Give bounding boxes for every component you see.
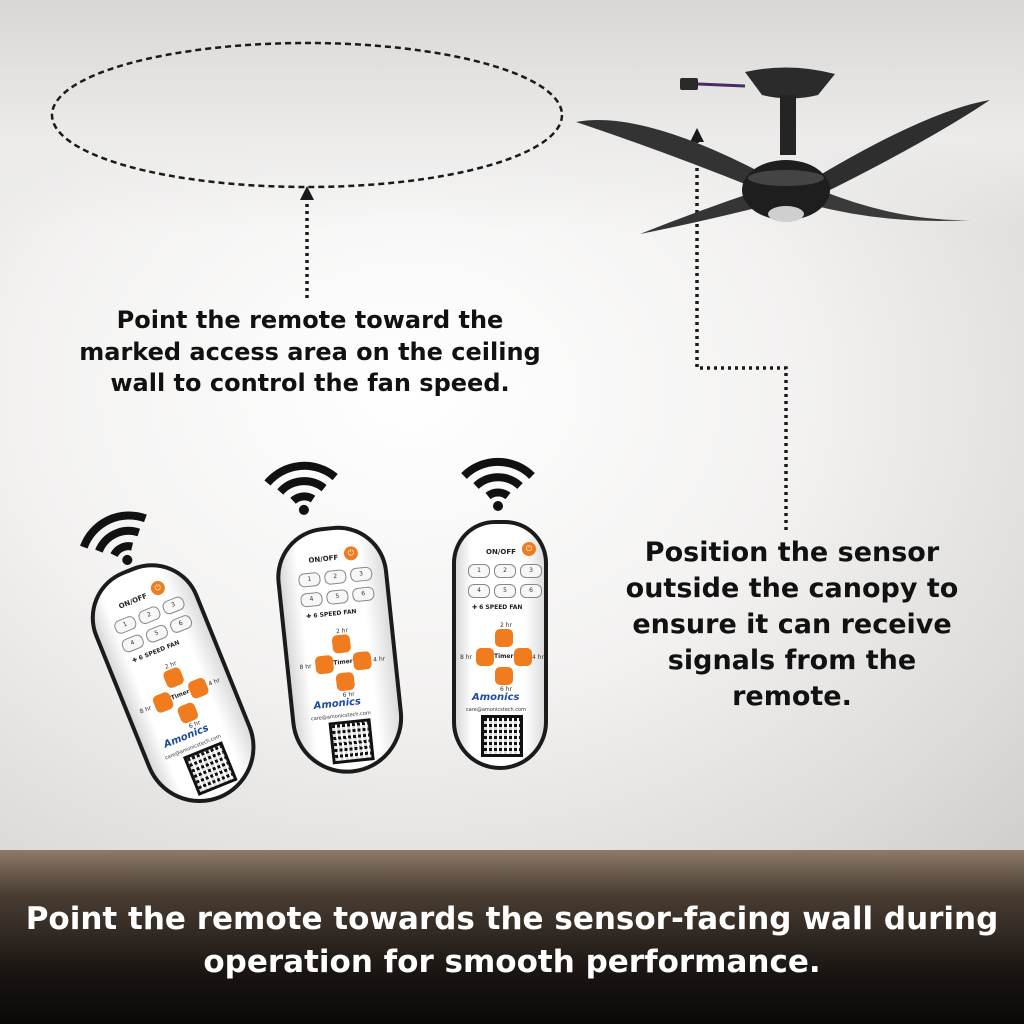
timer-left-label: 8 hr (299, 663, 312, 672)
timer-label: Timer (332, 657, 354, 667)
speed-fan-label: ✚ 6 SPEED FAN (305, 608, 357, 621)
speed-buttons: 1 2 3 4 5 6 (297, 566, 375, 608)
speed-button: 2 (323, 568, 348, 586)
ceiling-fan-icon (576, 67, 990, 234)
speed-button: 3 (160, 594, 187, 617)
remote-control: ON/OFF ⏻ 1 2 3 4 5 6 ✚ 6 SPEED FAN Timer… (452, 520, 548, 770)
speed-button: 2 (494, 564, 516, 578)
speed-button: 1 (297, 571, 322, 588)
speed-button: 2 (136, 604, 163, 626)
wifi-signal-icon (80, 511, 147, 565)
ceiling-instruction-text: Point the remote toward the marked acces… (79, 306, 541, 398)
timer-down-button (335, 671, 356, 692)
speed-button: 6 (520, 584, 542, 598)
timer-label: Timer (169, 688, 191, 702)
timer-dpad: Timer (476, 629, 532, 685)
qr-code-icon (182, 741, 238, 796)
support-email: care@amonicstech.com (310, 710, 372, 723)
timer-right-button (186, 676, 211, 700)
timer-right-label: 4 hr (532, 654, 544, 661)
speed-fan-label: ✚ 6 SPEED FAN (472, 604, 523, 611)
speed-button: 5 (494, 584, 516, 598)
timer-up-button (495, 629, 513, 647)
ceiling-area (0, 0, 1024, 230)
bottom-banner-text: Point the remote towards the sensor-faci… (25, 901, 999, 980)
speed-button: 3 (349, 566, 373, 583)
speed-buttons: 1 2 3 4 5 6 (468, 564, 542, 598)
power-icon: ⏻ (148, 578, 167, 598)
speed-button: 6 (351, 586, 375, 603)
speed-button: 3 (520, 564, 542, 578)
timer-right-label: 4 hr (207, 676, 222, 688)
timer-down-label: 6 hr (500, 686, 512, 693)
timer-left-button (476, 648, 494, 666)
ceiling-access-area-marker (50, 41, 564, 189)
speed-button: 6 (168, 613, 194, 635)
qr-code-icon (481, 715, 523, 757)
onoff-label: ON/OFF (117, 592, 149, 611)
onoff-label: ON/OFF (486, 548, 516, 556)
timer-right-button (352, 650, 373, 671)
timer-label: Timer (494, 653, 514, 660)
onoff-label: ON/OFF (308, 553, 339, 565)
sensor-pointer-arrow (695, 140, 788, 530)
support-email: care@amonicstech.com (466, 707, 526, 713)
speed-button: 4 (299, 591, 324, 608)
speed-button: 4 (468, 584, 490, 598)
timer-down-button (495, 667, 513, 685)
speed-button: 5 (144, 623, 170, 645)
timer-right-label: 4 hr (372, 655, 386, 664)
power-icon: ⏻ (343, 545, 359, 562)
wifi-signal-icon (264, 461, 338, 515)
timer-dpad: Timer (313, 632, 375, 694)
speed-button: 4 (119, 632, 146, 655)
timer-up-label: 2 hr (335, 627, 349, 636)
timer-up-label: 2 hr (500, 622, 512, 629)
timer-left-label: 8 hr (138, 704, 153, 716)
timer-dpad: Timer (144, 659, 217, 732)
wifi-signal-icon (461, 457, 535, 511)
floor-band (0, 850, 1024, 1024)
timer-left-label: 8 hr (460, 654, 472, 661)
power-icon: ⏻ (522, 542, 536, 556)
timer-right-button (514, 648, 532, 666)
sensor-instruction-text: Position the sensor outside the canopy t… (625, 537, 959, 712)
timer-left-button (314, 654, 335, 675)
speed-button: 1 (468, 564, 490, 578)
speed-button: 5 (325, 588, 350, 606)
brand-logo: Amonics (472, 692, 520, 703)
timer-up-button (331, 633, 352, 654)
brand-logo: Amonics (313, 696, 362, 713)
qr-code-icon (328, 718, 375, 765)
speed-button: 1 (112, 614, 139, 636)
